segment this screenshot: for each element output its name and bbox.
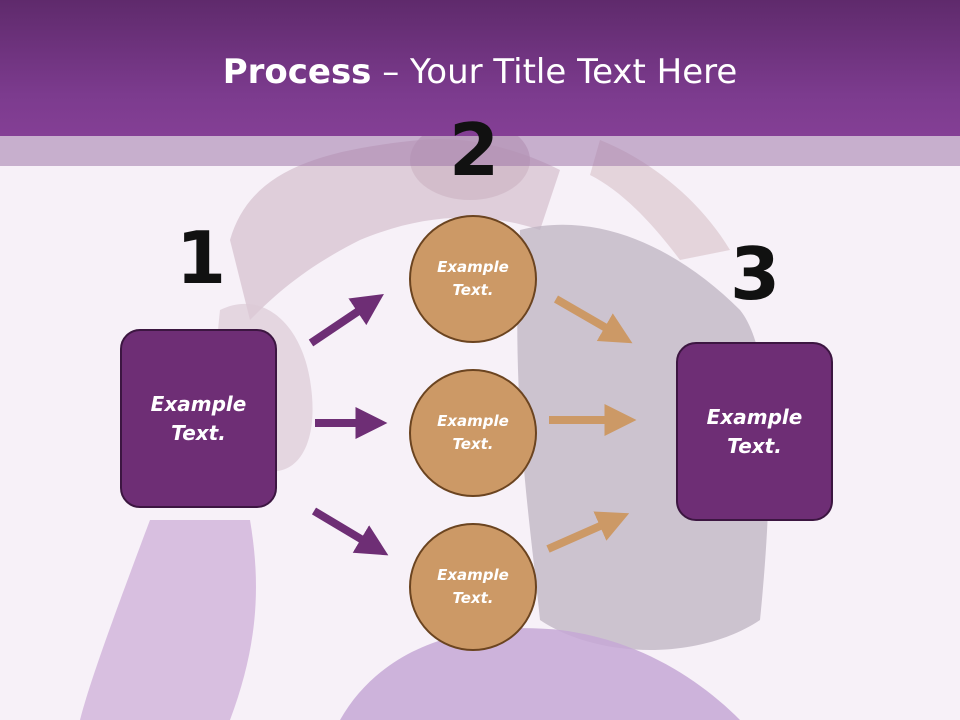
arrow-left-to-bottom <box>311 507 389 556</box>
circle-top-line1: Example <box>437 257 509 276</box>
title-rest: – Your Title Text Here <box>371 52 738 92</box>
header-band <box>0 0 960 136</box>
header-subband <box>0 136 960 166</box>
step-number-1: 1 <box>176 216 227 300</box>
left-box-line2: Text. <box>171 420 226 445</box>
title-bold: Process <box>222 52 372 92</box>
arrow-top-to-right <box>553 295 633 344</box>
right-box-line1: Example <box>706 404 803 429</box>
step-number-3: 3 <box>730 232 781 316</box>
right-box-line2: Text. <box>727 433 782 458</box>
circle-middle-line2: Text. <box>452 435 494 453</box>
arrow-left-to-top <box>308 293 384 347</box>
circle-top-line2: Text. <box>452 281 494 299</box>
arrow-bottom-to-right <box>546 511 630 553</box>
circle-bottom-line1: Example <box>437 565 509 584</box>
slide-title: Process – Your Title Text Here <box>0 52 960 92</box>
circle-middle-line1: Example <box>437 411 509 430</box>
step-number-2: 2 <box>449 108 500 192</box>
left-box-line1: Example <box>150 391 247 416</box>
circle-bottom-line2: Text. <box>452 589 494 607</box>
